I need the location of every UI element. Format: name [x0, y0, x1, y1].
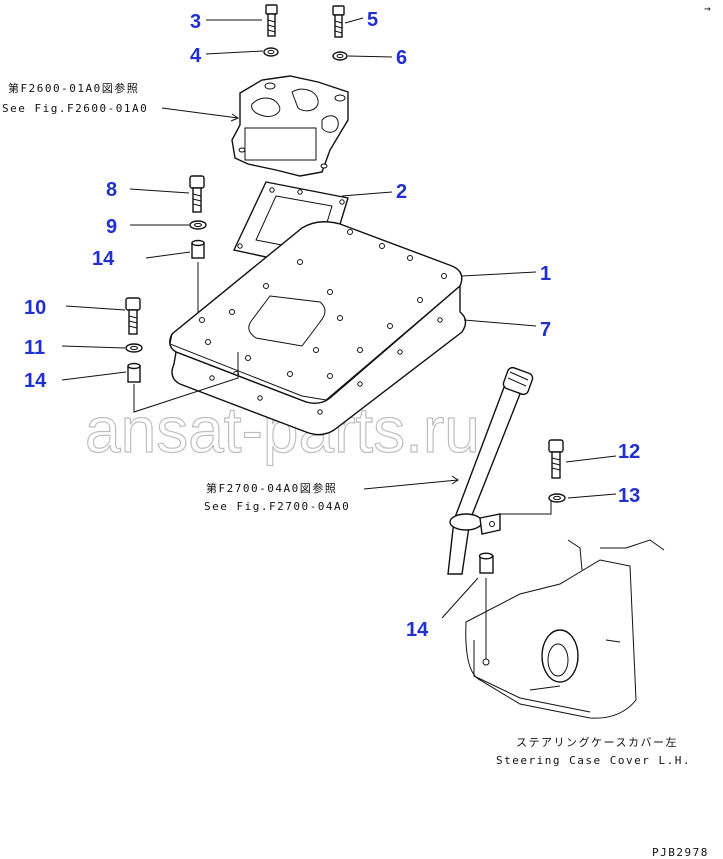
ref-f2700-en: See Fig.F2700-04A0	[204, 500, 350, 513]
callout-6: 6	[396, 47, 407, 69]
washer-9	[189, 220, 207, 230]
washer-4	[263, 47, 279, 57]
dowel-14b	[127, 362, 141, 383]
caption-jp: ステアリングケースカバー左	[516, 735, 678, 749]
drawing-code: PJB2978	[652, 846, 709, 859]
callout-12: 12	[618, 441, 640, 463]
callout-4: 4	[190, 45, 202, 67]
steering-case	[465, 539, 665, 719]
callout-2: 2	[396, 181, 407, 203]
gasket-7	[171, 284, 467, 436]
callout-8: 8	[106, 179, 117, 201]
valve-body	[231, 75, 349, 177]
corner-mark: →	[704, 2, 712, 15]
callout-9: 9	[106, 216, 117, 238]
bolt-8	[189, 175, 205, 213]
callout-1: 1	[540, 263, 551, 285]
callout-11: 11	[24, 337, 45, 359]
callout-10: 10	[24, 297, 46, 319]
caption-en: Steering Case Cover L.H.	[496, 754, 691, 767]
callout-14-middle: 14	[24, 370, 47, 392]
dowel-14c	[478, 552, 494, 574]
ref-f2700-jp: 第F2700-04A0図参照	[206, 481, 337, 495]
ref-f2600-en: See Fig.F2600-01A0	[2, 102, 148, 115]
bolt-12	[548, 439, 564, 479]
callout-7: 7	[540, 319, 551, 341]
washer-6	[332, 51, 348, 61]
bolt-10	[125, 297, 141, 335]
dowel-14a	[191, 239, 205, 259]
bolt-3	[265, 4, 278, 37]
callout-5: 5	[367, 9, 378, 31]
washer-11	[125, 343, 143, 353]
bolt-5	[332, 5, 345, 38]
callout-13: 13	[618, 485, 640, 507]
pipe-assembly	[447, 366, 534, 575]
callout-14-upper: 14	[92, 248, 115, 270]
washer-13	[548, 493, 566, 503]
callout-3: 3	[190, 11, 201, 33]
ref-f2600-jp: 第F2600-01A0図参照	[8, 81, 139, 95]
callout-14-lower: 14	[406, 619, 429, 641]
